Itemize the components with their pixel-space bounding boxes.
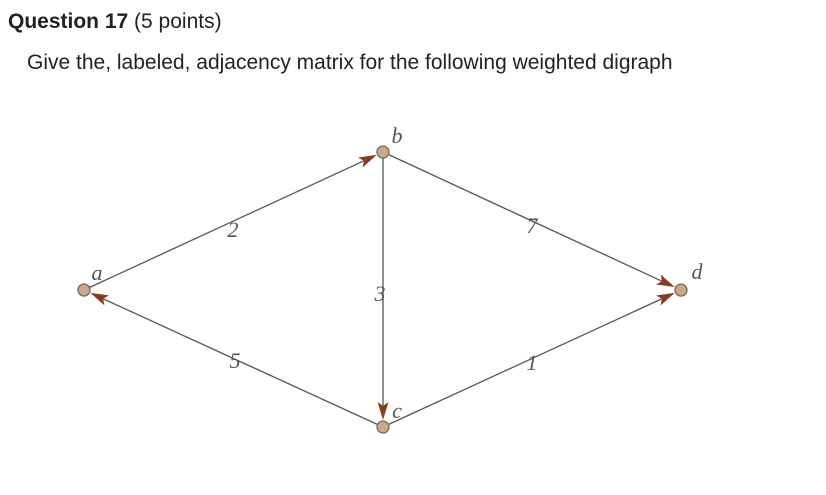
question-points: (5 points) (134, 10, 222, 33)
vertices-layer (77, 145, 688, 434)
edge-weight-a-b: 2 (228, 217, 239, 242)
vertex-label-d: d (692, 259, 704, 284)
arrowhead-a-b (357, 154, 377, 168)
edge-b-d (388, 153, 663, 282)
vertex-label-c: c (392, 398, 402, 423)
edge-c-a (102, 298, 378, 426)
edge-weight-c-d: 1 (527, 350, 538, 375)
edge-a-b (89, 160, 365, 289)
arrowhead-b-d (656, 274, 675, 288)
edges-layer (89, 153, 675, 426)
edge-c-d (388, 298, 663, 426)
question-prompt: Give the, labeled, adjacency matrix for … (27, 51, 673, 74)
question-title: Question 17 (8, 10, 129, 33)
vertex-a (77, 283, 91, 297)
edge-weight-b-d: 7 (527, 213, 539, 238)
arrowhead-b-c (377, 402, 389, 420)
vertex-label-a: a (92, 260, 103, 285)
edge-weight-b-c: 3 (374, 281, 386, 306)
vertex-b (376, 145, 390, 159)
vertex-c (376, 420, 390, 434)
vertex-label-b: b (392, 123, 403, 148)
labels-layer: 2 7 3 5 1 a b c d (92, 123, 704, 423)
vertex-d (674, 283, 688, 297)
arrowhead-c-a (90, 292, 110, 306)
question-header: Question 17 (5 points) (8, 8, 222, 36)
arrowhead-c-d (655, 292, 675, 306)
edge-weight-c-a: 5 (230, 348, 241, 373)
